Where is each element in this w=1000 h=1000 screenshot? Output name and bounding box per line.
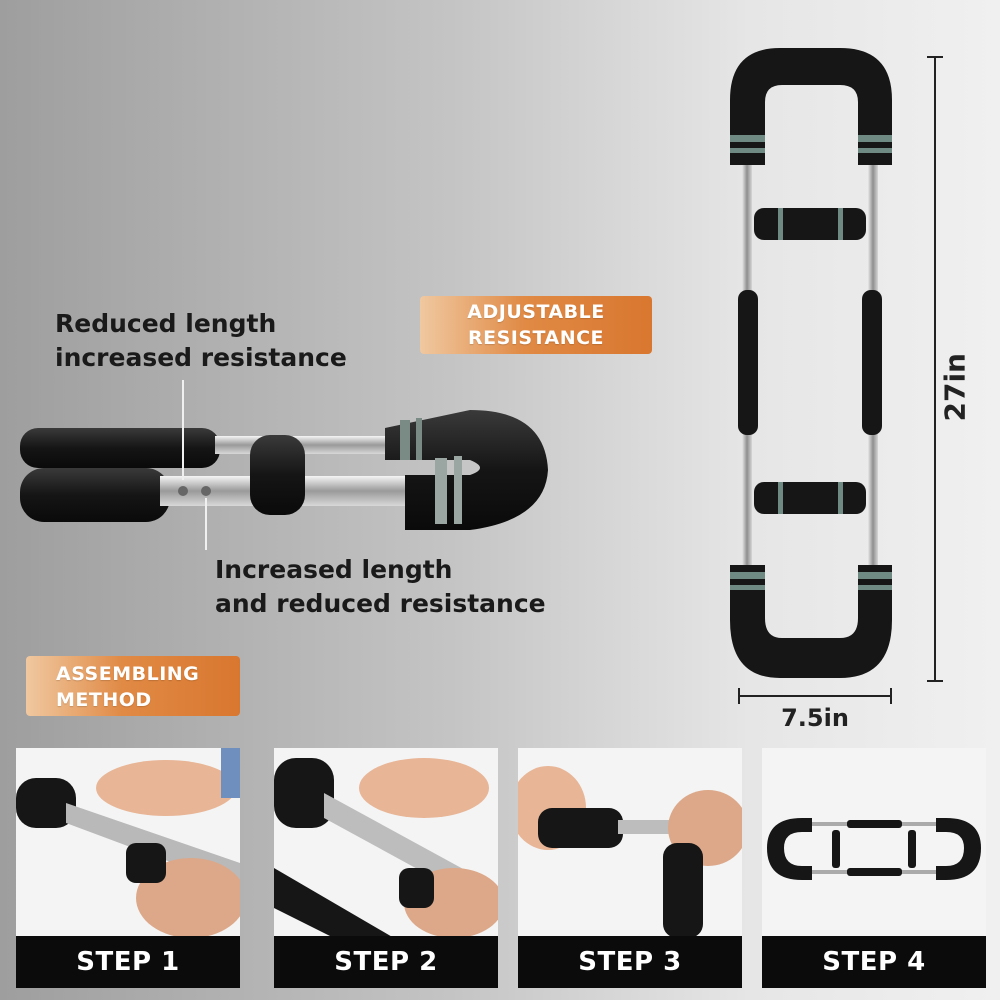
- increased-length-line2: and reduced resistance: [215, 589, 546, 618]
- step-panel-3: STEP 3: [518, 748, 742, 988]
- increased-length-callout: Increased length and reduced resistance: [215, 553, 546, 621]
- reduced-length-callout: Reduced length increased resistance: [55, 307, 347, 375]
- adjustable-line2: RESISTANCE: [467, 327, 605, 349]
- step-3-photo: [518, 766, 742, 938]
- closeup-product-image: [20, 380, 548, 550]
- assembling-line2: METHOD: [56, 689, 152, 711]
- step-1-label: STEP 1: [16, 936, 240, 988]
- step-4-photo: [767, 818, 981, 880]
- height-dimension-line: [927, 56, 943, 682]
- step-3-label: STEP 3: [518, 936, 742, 988]
- adjustable-line1: ADJUSTABLE: [467, 301, 605, 323]
- step-1-photo: [16, 748, 240, 938]
- step-2-label: STEP 2: [274, 936, 498, 988]
- reduced-length-line1: Reduced length: [55, 309, 277, 338]
- step-2-photo: [274, 758, 498, 938]
- adjustable-resistance-badge: ADJUSTABLE RESISTANCE: [420, 296, 652, 354]
- step-4-label: STEP 4: [762, 936, 986, 988]
- reduced-length-line2: increased resistance: [55, 343, 347, 372]
- width-dimension-label: 7.5in: [781, 704, 849, 732]
- full-product-image: [730, 48, 892, 678]
- step-panel-1: STEP 1: [16, 748, 240, 988]
- width-dimension-line: [738, 688, 892, 704]
- height-dimension-label: 27in: [938, 353, 972, 422]
- step-panel-4: STEP 4: [762, 748, 986, 988]
- step-panel-2: STEP 2: [274, 748, 498, 988]
- assembling-method-badge: ASSEMBLING METHOD: [26, 656, 240, 716]
- assembling-line1: ASSEMBLING: [56, 663, 200, 685]
- increased-length-line1: Increased length: [215, 555, 453, 584]
